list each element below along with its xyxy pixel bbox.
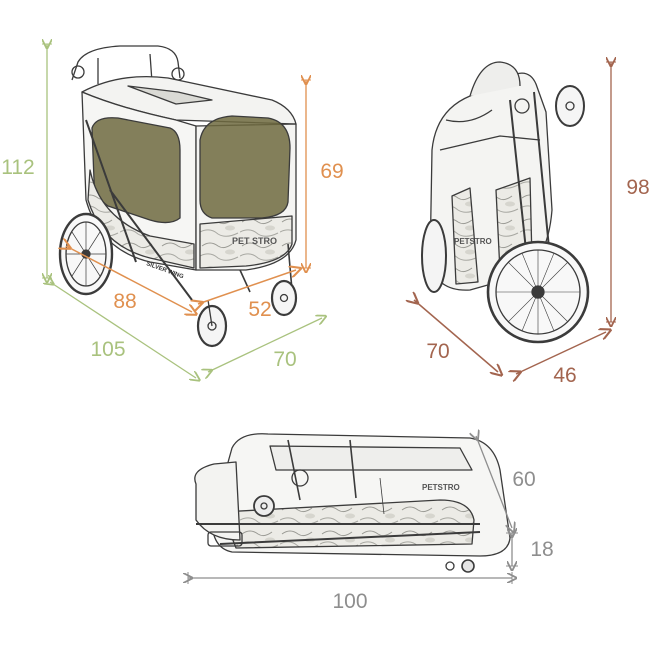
open-inner-height-label: 69: [320, 160, 343, 183]
open-height-dimension: [42, 44, 52, 278]
rear-wheel: [58, 212, 114, 296]
flat-height-label: 60: [512, 468, 535, 491]
upright-left-wheel: [421, 219, 447, 293]
folded-upright-illustration: [421, 61, 590, 344]
flat-wheel-height-label: 18: [530, 538, 553, 561]
flat-wheel-height-dimension: [506, 533, 518, 566]
open-inner-height-dimension: [301, 80, 311, 268]
upright-depth-dimension: [414, 300, 498, 372]
open-length-label: 105: [90, 338, 125, 361]
upright-height-label: 98: [626, 176, 649, 199]
flat-height-dimension: [476, 436, 512, 528]
flat-length-label: 100: [332, 590, 367, 613]
upright-height-dimension: [606, 62, 616, 322]
front-mesh-window: [199, 115, 291, 219]
upright-small-wheel: [555, 85, 585, 127]
open-brand-label: PET STRO: [232, 236, 277, 246]
open-length-dimension: [50, 282, 196, 378]
folded-flat-illustration: [194, 433, 511, 573]
flat-length-dimension: [188, 572, 512, 584]
open-width-dimension: [208, 318, 322, 372]
open-height-label: 112: [1, 156, 34, 179]
upright-depth-label: 70: [426, 340, 449, 363]
open-inner-width-label: 52: [248, 298, 271, 321]
open-inner-width-dimension: [198, 270, 296, 304]
handlebar: [71, 45, 181, 81]
open-width-label: 70: [273, 348, 296, 371]
upright-brand-label: PETSTRO: [454, 237, 492, 246]
open-inner-length-label: 88: [113, 290, 136, 313]
upright-width-label: 46: [553, 364, 576, 387]
upright-width-dimension: [516, 332, 606, 374]
upright-big-wheel: [486, 240, 590, 344]
flat-brand-label: PETSTRO: [422, 483, 460, 492]
flat-wheel-hub: [253, 495, 275, 517]
flat-caster-wheel: [461, 559, 475, 573]
front-wheel-left: [196, 299, 228, 348]
front-wheel-right: [270, 279, 298, 317]
